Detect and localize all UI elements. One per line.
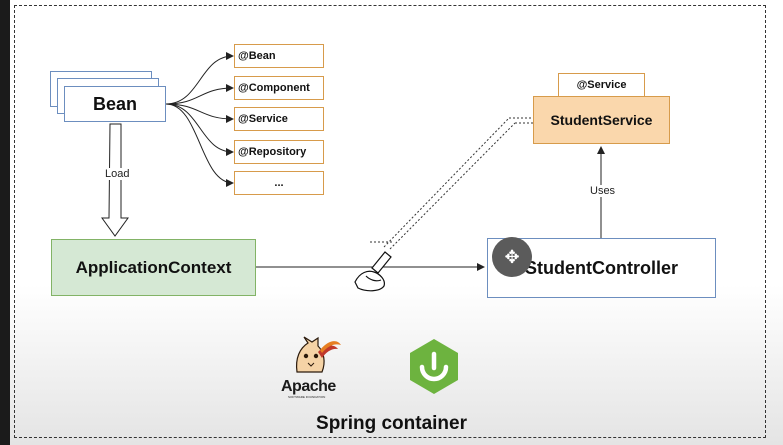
apache-tomcat-logo <box>295 336 341 373</box>
student-controller-label: StudentController <box>525 257 678 278</box>
uses-label: Uses <box>588 185 618 197</box>
annotation-label: @Service <box>238 113 288 125</box>
syringe-needle <box>370 117 533 250</box>
service-tag-label: @Service <box>576 79 627 91</box>
spring-logo <box>410 339 458 394</box>
load-arrow <box>101 123 129 237</box>
spring-container-border <box>14 5 766 438</box>
annotation-component-box[interactable]: @Component <box>234 76 324 100</box>
bean-card[interactable]: Bean <box>64 86 166 122</box>
student-service-label: StudentService <box>550 112 653 128</box>
application-context-box[interactable]: ApplicationContext <box>51 239 256 296</box>
annotation-bean-box[interactable]: @Bean <box>234 44 324 68</box>
apache-logo-text: Apache <box>281 378 336 395</box>
load-label: Load <box>103 168 132 180</box>
annotation-more-box[interactable]: ... <box>234 171 324 195</box>
apache-logo-subtext: SOFTWARE FOUNDATION <box>288 395 326 399</box>
spring-container-title: Spring container <box>316 413 467 434</box>
application-context-label: ApplicationContext <box>75 257 232 277</box>
move-cursor-icon: ✥ <box>492 237 532 277</box>
student-service-box[interactable]: StudentService <box>533 96 670 144</box>
bean-annotation-connectors <box>165 52 234 187</box>
annotation-label: @Component <box>238 82 310 94</box>
annotation-repository-box[interactable]: @Repository <box>234 140 324 164</box>
annotation-label: @Repository <box>238 146 307 158</box>
annotation-label: ... <box>274 177 284 189</box>
service-annotation-tag[interactable]: @Service <box>558 73 645 97</box>
annotation-label: @Bean <box>238 50 276 62</box>
annotation-service-box[interactable]: @Service <box>234 107 324 131</box>
syringe-hand-icon <box>354 251 392 292</box>
bean-label: Bean <box>92 93 137 114</box>
